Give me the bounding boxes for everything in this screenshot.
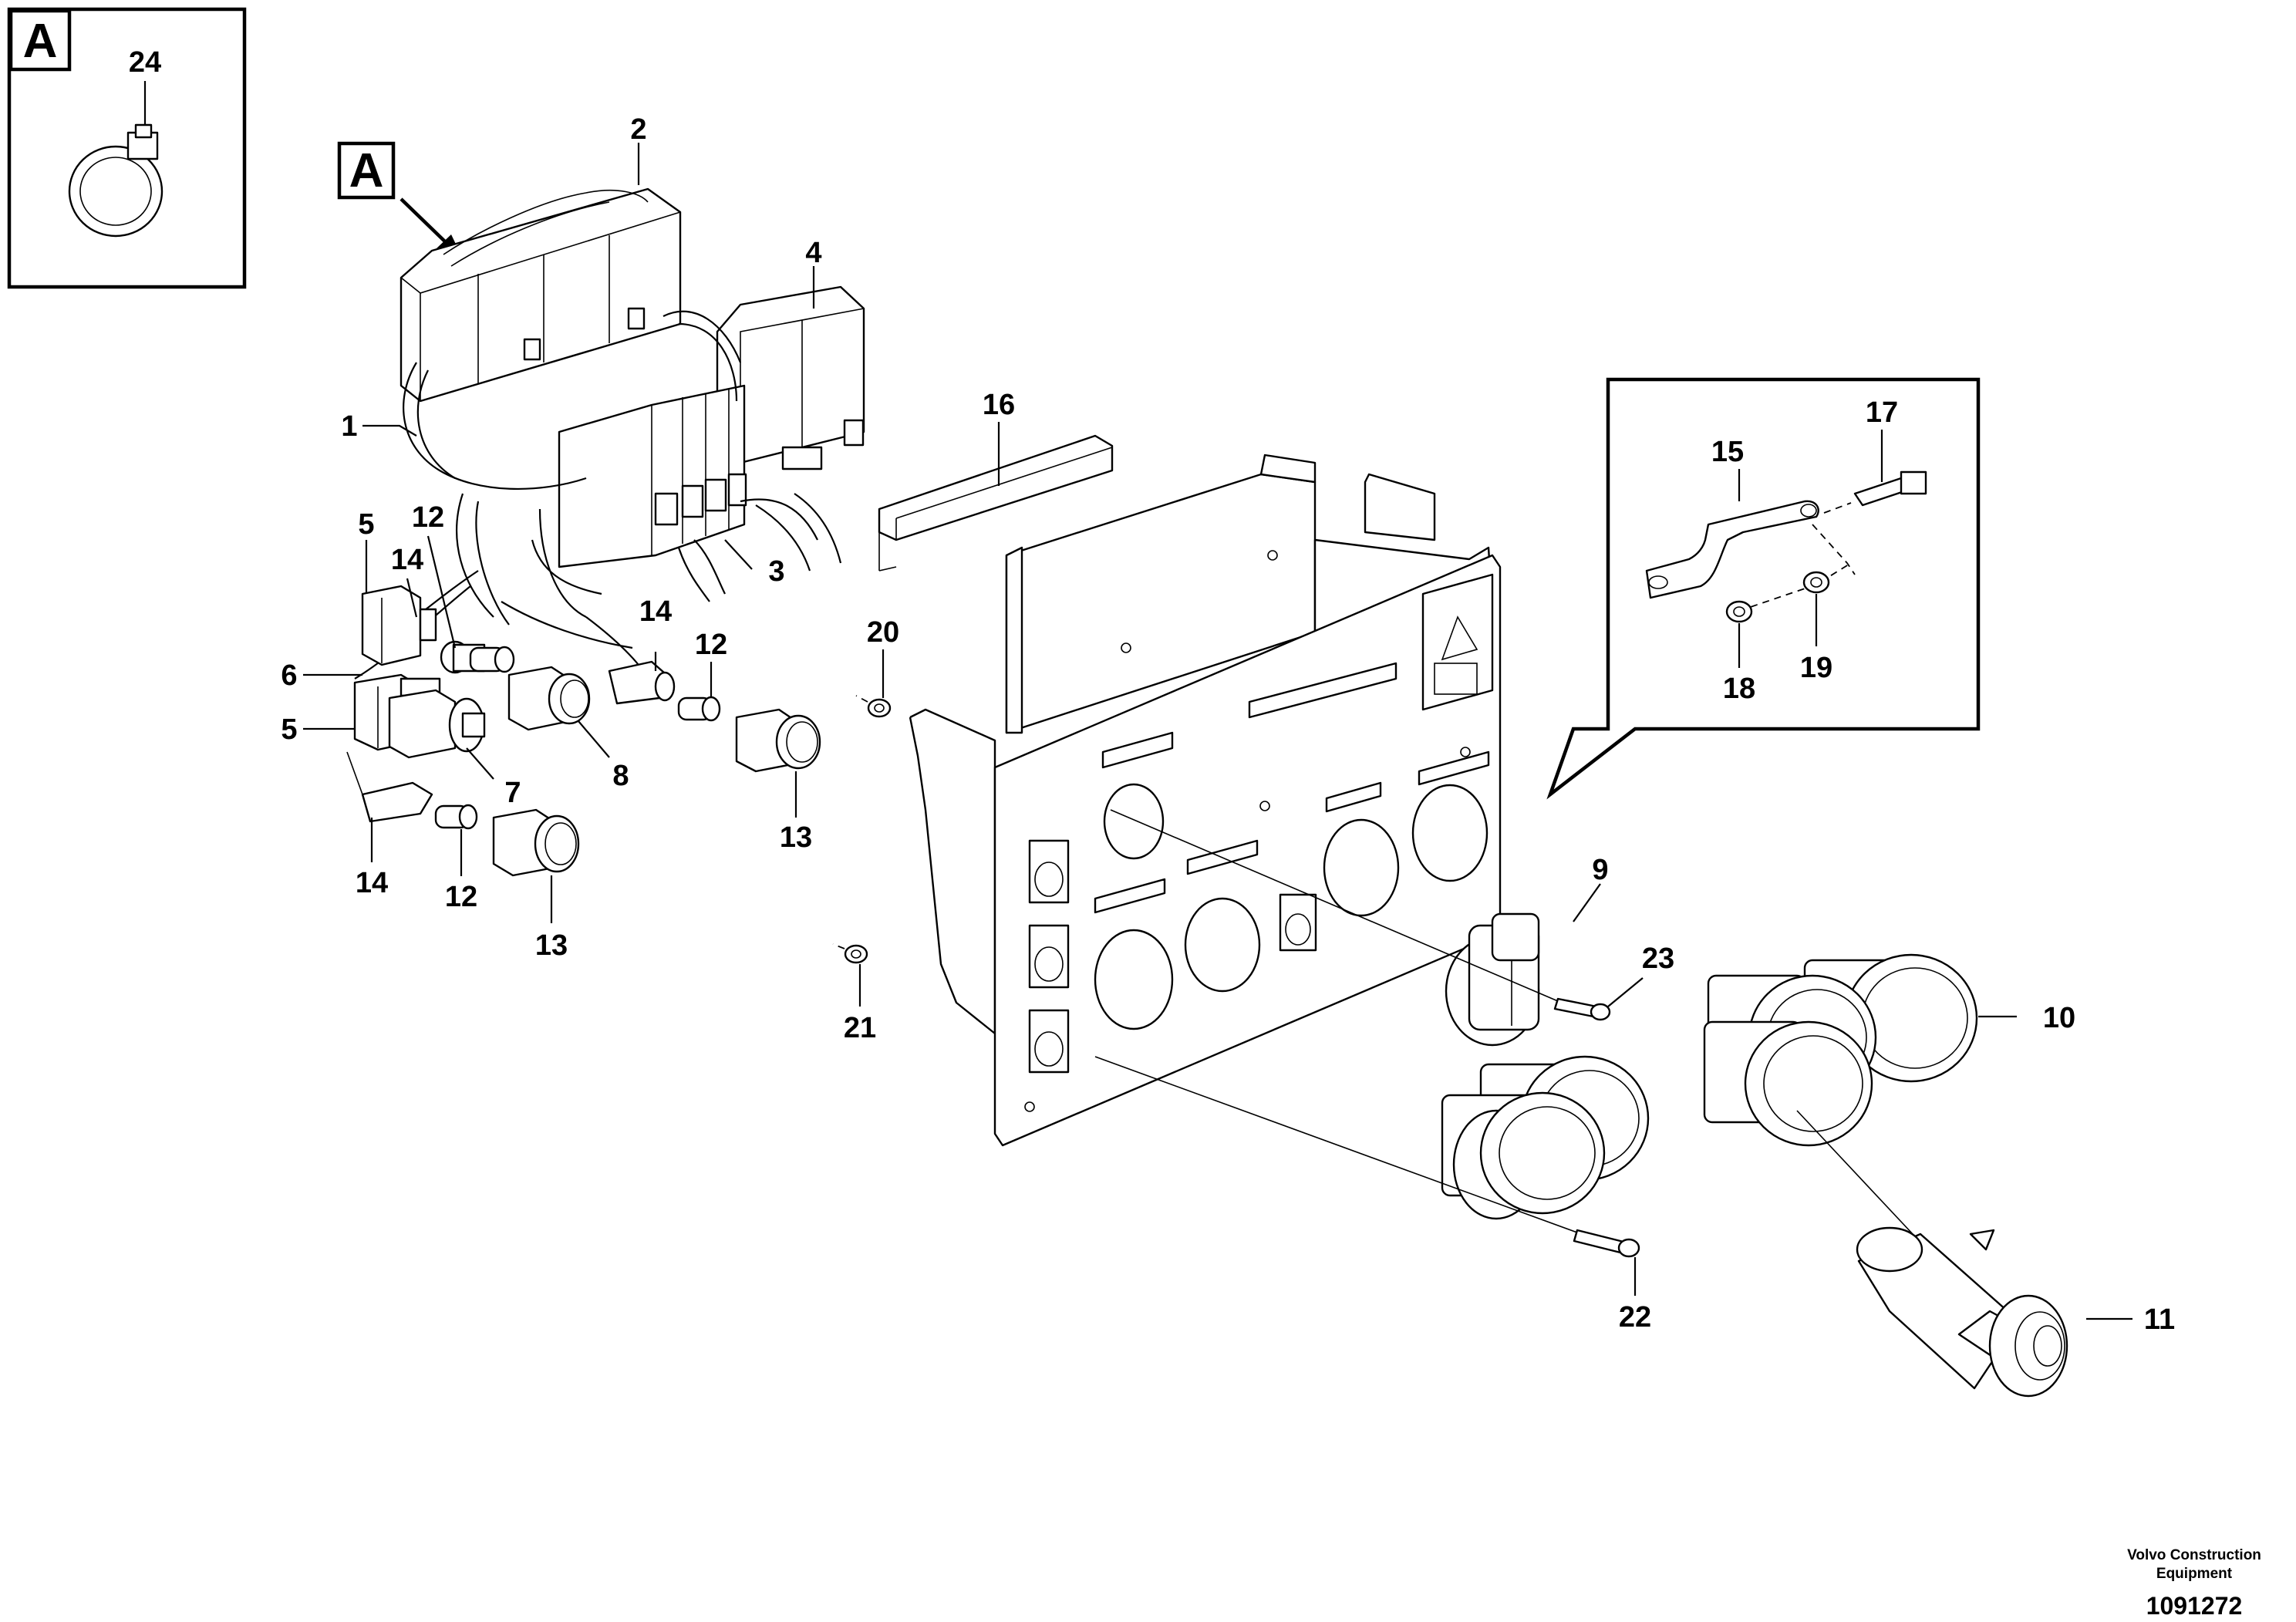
plug-part-11: [1856, 1226, 2068, 1398]
detail-view-a: A 24: [7, 7, 247, 289]
drawing-id: 1091272: [2146, 1592, 2243, 1620]
view-marker-arrow: [400, 197, 450, 247]
view-marker-a: A: [337, 141, 463, 258]
company-name-line1: Volvo Construction: [2127, 1547, 2261, 1563]
callout-7: 7: [504, 777, 521, 809]
callout-14-bottom: 14: [356, 867, 388, 899]
callout-3: 3: [768, 555, 784, 588]
lamp-part-12-middle: [677, 696, 721, 722]
callout-15: 15: [1711, 436, 1744, 468]
company-name-line2: Equipment: [2156, 1566, 2233, 1582]
bracket-part-15: [1645, 500, 1819, 599]
fastener-part-20: [855, 695, 892, 718]
callout-6: 6: [281, 659, 297, 692]
callout-2: 2: [630, 113, 646, 146]
button-part-13-bottom: [492, 808, 580, 877]
callout-17: 17: [1866, 396, 1898, 429]
left-control-components: [346, 585, 821, 877]
detail-view-bracket: [1546, 377, 1981, 800]
screw-part-23: [1553, 997, 1611, 1021]
assembly-line-11: [1796, 1110, 1913, 1235]
lamp-part-12-bottom: [434, 804, 478, 830]
lamp-part-12-top: [469, 646, 515, 673]
contactor-assembly: [354, 187, 865, 679]
assembly-line-22: [1094, 1056, 1578, 1233]
callout-12-top: 12: [412, 501, 444, 534]
callout-labels: 1 2 3 4 5 5 6 7 8 9 10 11 12 12 12 13 13…: [281, 113, 2175, 1336]
cable-tie-part: [68, 123, 164, 238]
view-marker-box: [337, 141, 396, 200]
connector-part-14-middle: [608, 660, 676, 705]
callout-20: 20: [867, 616, 899, 649]
callout-12-middle: 12: [695, 629, 727, 661]
switch-part-5-top: [361, 585, 437, 666]
drawing-footer: Volvo Construction Equipment 1091272: [2127, 1547, 2261, 1620]
contactor-part-4: [716, 285, 865, 470]
callout-14-middle: 14: [639, 595, 672, 628]
callout-23: 23: [1642, 943, 1674, 975]
mounting-rail-part-16: [878, 434, 1114, 572]
selector-switch-part-7: [388, 689, 486, 759]
callout-14-top: 14: [391, 544, 423, 576]
callout-21: 21: [844, 1012, 876, 1044]
callout-22: 22: [1619, 1301, 1651, 1334]
callout-24: 24: [129, 46, 161, 79]
connector-part-14-bottom: [346, 751, 433, 823]
detail-label: A: [23, 15, 58, 68]
callout-9: 9: [1592, 854, 1608, 886]
button-part-13-right: [735, 708, 821, 773]
detail-frame: [7, 7, 247, 289]
warning-label: [1421, 573, 1494, 711]
assembly-line-23: [1110, 809, 1559, 1002]
terminal-block-part-3: [558, 384, 747, 568]
bolt-part-17: [1853, 470, 1927, 507]
callout-5-top: 5: [358, 508, 374, 541]
fastener-part-21: [832, 943, 868, 964]
relay-block-part-2: [400, 187, 682, 403]
control-panel-enclosure: [909, 454, 1502, 1147]
callout-13-right: 13: [780, 821, 812, 854]
main-switch-part-9: [1445, 912, 1540, 1047]
callout-4: 4: [805, 237, 821, 269]
nut-part-18: [1725, 600, 1753, 623]
leader-lines: [303, 143, 2132, 1320]
socket-group-part-10: [1441, 953, 1978, 1220]
washer-part-19: [1802, 571, 1830, 594]
screw-part-22: [1573, 1229, 1640, 1258]
callout-1: 1: [341, 410, 357, 443]
detail-label-box: [8, 8, 72, 72]
view-marker-label: A: [349, 144, 384, 197]
callout-16: 16: [983, 389, 1015, 421]
panel-socket-column: [1028, 839, 1317, 1074]
push-button-part-8: [507, 666, 591, 731]
callout-8: 8: [612, 760, 629, 792]
callout-18: 18: [1723, 673, 1755, 705]
callout-19: 19: [1800, 652, 1832, 684]
callout-12-bottom: 12: [445, 881, 477, 913]
callout-10: 10: [2043, 1002, 2075, 1034]
callout-11: 11: [2144, 1303, 2175, 1336]
callout-13-bottom: 13: [535, 929, 568, 962]
callout-5-bottom: 5: [281, 713, 297, 746]
